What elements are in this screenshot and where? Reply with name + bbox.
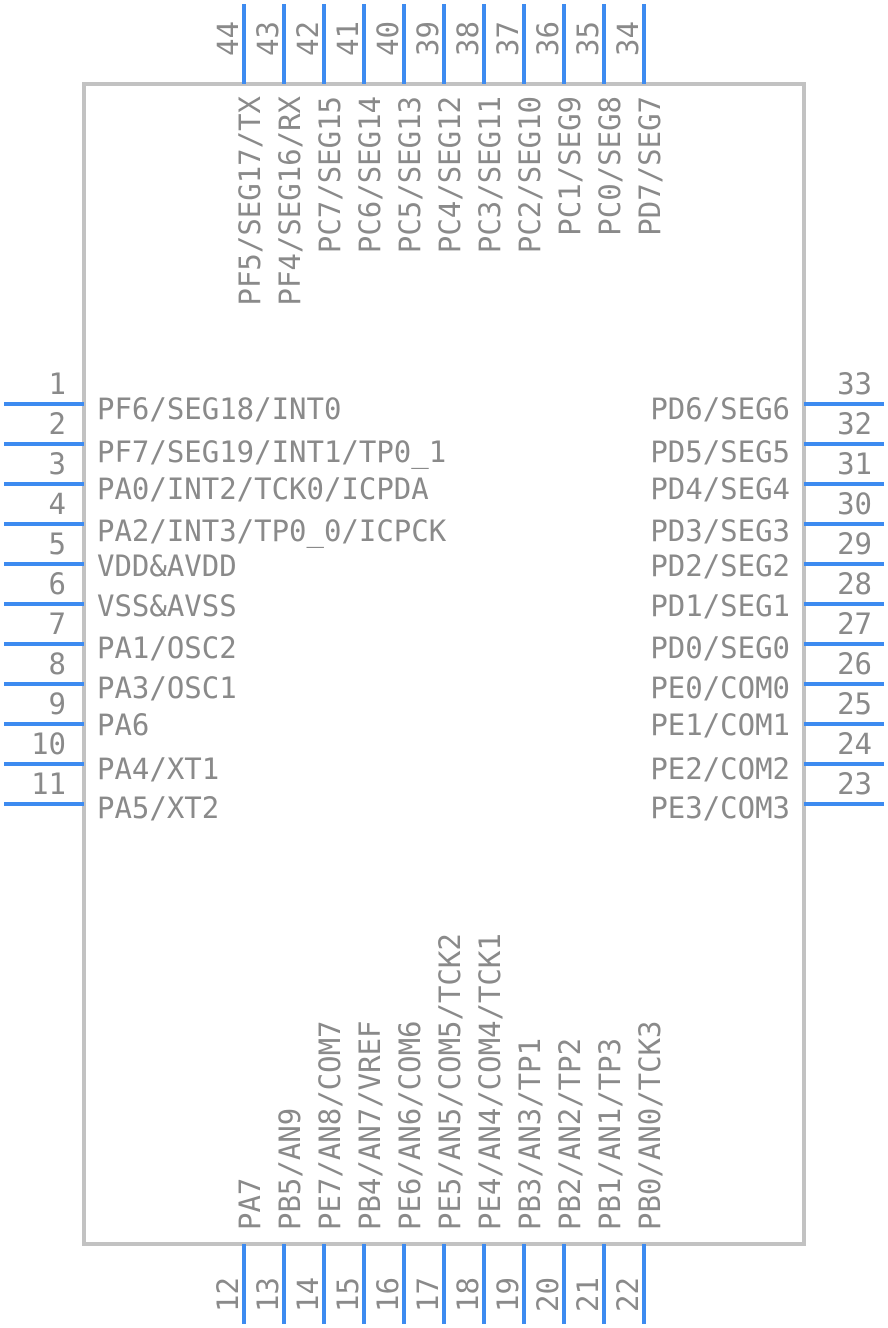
pin-28-label: PD1/SEG1 (650, 589, 790, 623)
pin-6-label: VSS&AVSS (97, 589, 237, 623)
pin-42-number: 42 (291, 21, 325, 56)
top-pin-label-6: PC4/SEG12 (433, 96, 467, 253)
bottom-pin-label-7: PE4/AN4/COM4/TCK1 (473, 933, 507, 1230)
pin-28-number: 28 (837, 567, 872, 601)
pin-44-number: 44 (211, 21, 245, 56)
pin-33-number: 33 (837, 367, 872, 401)
chip-body (82, 82, 806, 1246)
pin-5-number: 5 (49, 527, 66, 561)
pin-12-number: 12 (211, 1277, 245, 1312)
pin-5-label: VDD&AVDD (97, 549, 237, 583)
pin-19-number: 19 (491, 1277, 525, 1312)
top-pin-label-8: PC2/SEG10 (513, 96, 547, 253)
top-pin-label-1: PF5/SEG17/TX (233, 95, 267, 305)
pin-32-number: 32 (837, 407, 872, 441)
pin-40-number: 40 (371, 21, 405, 56)
pin-1-number: 1 (49, 367, 66, 401)
pin-30-number: 30 (837, 487, 872, 521)
top-pin-label-11: PD7/SEG7 (633, 96, 667, 236)
pin-24-label: PE2/COM2 (650, 752, 790, 786)
pin-37-number: 37 (491, 21, 525, 56)
pin-26-number: 26 (837, 647, 872, 681)
bottom-pin-label-10: PB1/AN1/TP3 (593, 1038, 627, 1230)
pin-7-number: 7 (49, 607, 66, 641)
pin-9-label: PA6 (97, 708, 149, 742)
pin-2-number: 2 (49, 407, 66, 441)
pin-35-number: 35 (571, 21, 605, 56)
pin-13-number: 13 (251, 1277, 285, 1312)
pin-31-label: PD4/SEG4 (650, 472, 790, 506)
pin-20-number: 20 (531, 1277, 565, 1312)
pin-22-number: 22 (611, 1277, 645, 1312)
pin-33-label: PD6/SEG6 (650, 392, 790, 426)
pin-34-number: 34 (611, 21, 645, 56)
pin-11-label: PA5/XT2 (97, 791, 219, 825)
pin-24-number: 24 (837, 727, 872, 761)
pin-30-label: PD3/SEG3 (650, 514, 790, 548)
pin-26-label: PE0/COM0 (650, 671, 790, 705)
pin-8-label: PA3/OSC1 (97, 671, 237, 705)
pin-10-label: PA4/XT1 (97, 752, 219, 786)
pin-10-number: 10 (31, 727, 66, 761)
pin-17-number: 17 (411, 1277, 445, 1312)
pin-4-number: 4 (49, 487, 66, 521)
top-pin-label-4: PC6/SEG14 (353, 96, 387, 253)
pin-3-number: 3 (49, 447, 66, 481)
pin-27-number: 27 (837, 607, 872, 641)
bottom-pin-label-1: PA7 (233, 1178, 267, 1230)
top-pin-label-5: PC5/SEG13 (393, 96, 427, 253)
pin-31-number: 31 (837, 447, 872, 481)
bottom-pin-label-2: PB5/AN9 (273, 1108, 307, 1230)
pin-41-number: 41 (331, 21, 365, 56)
pin-18-number: 18 (451, 1277, 485, 1312)
bottom-pin-label-3: PE7/AN8/COM7 (313, 1020, 347, 1230)
pin-32-label: PD5/SEG5 (650, 435, 790, 469)
pin-23-number: 23 (837, 767, 872, 801)
pin-29-number: 29 (837, 527, 872, 561)
top-pin-label-9: PC1/SEG9 (553, 96, 587, 236)
pin-8-number: 8 (49, 647, 66, 681)
bottom-pin-label-11: PB0/AN0/TCK3 (633, 1020, 667, 1230)
pin-4-label: PA2/INT3/TP0_0/ICPCK (97, 514, 447, 549)
top-pin-label-2: PF4/SEG16/RX (273, 95, 307, 305)
pin-21-number: 21 (571, 1277, 605, 1312)
bottom-pin-label-5: PE6/AN6/COM6 (393, 1020, 427, 1230)
pin-38-number: 38 (451, 21, 485, 56)
pin-23-label: PE3/COM3 (650, 791, 790, 825)
pin-15-number: 15 (331, 1277, 365, 1312)
pin-7-label: PA1/OSC2 (97, 631, 237, 665)
bottom-pin-label-6: PE5/AN5/COM5/TCK2 (433, 933, 467, 1230)
pin-9-number: 9 (49, 687, 66, 721)
pin-16-number: 16 (371, 1277, 405, 1312)
pin-14-number: 14 (291, 1277, 325, 1312)
top-pin-label-3: PC7/SEG15 (313, 96, 347, 253)
pin-2-label: PF7/SEG19/INT1/TP0_1 (97, 435, 446, 470)
pin-29-label: PD2/SEG2 (650, 549, 790, 583)
pin-25-label: PE1/COM1 (650, 708, 790, 742)
pin-27-label: PD0/SEG0 (650, 631, 790, 665)
top-pin-label-7: PC3/SEG11 (473, 96, 507, 253)
bottom-pin-label-8: PB3/AN3/TP1 (513, 1038, 547, 1230)
bottom-pin-label-9: PB2/AN2/TP2 (553, 1038, 587, 1230)
bottom-pin-label-4: PB4/AN7/VREF (353, 1020, 387, 1230)
pin-3-label: PA0/INT2/TCK0/ICPDA (97, 472, 429, 506)
pin-11-number: 11 (31, 767, 66, 801)
pin-25-number: 25 (837, 687, 872, 721)
pin-1-label: PF6/SEG18/INT0 (97, 392, 341, 426)
pin-36-number: 36 (531, 21, 565, 56)
pin-6-number: 6 (49, 567, 66, 601)
top-pin-label-10: PC0/SEG8 (593, 96, 627, 236)
pin-39-number: 39 (411, 21, 445, 56)
pin-43-number: 43 (251, 21, 285, 56)
